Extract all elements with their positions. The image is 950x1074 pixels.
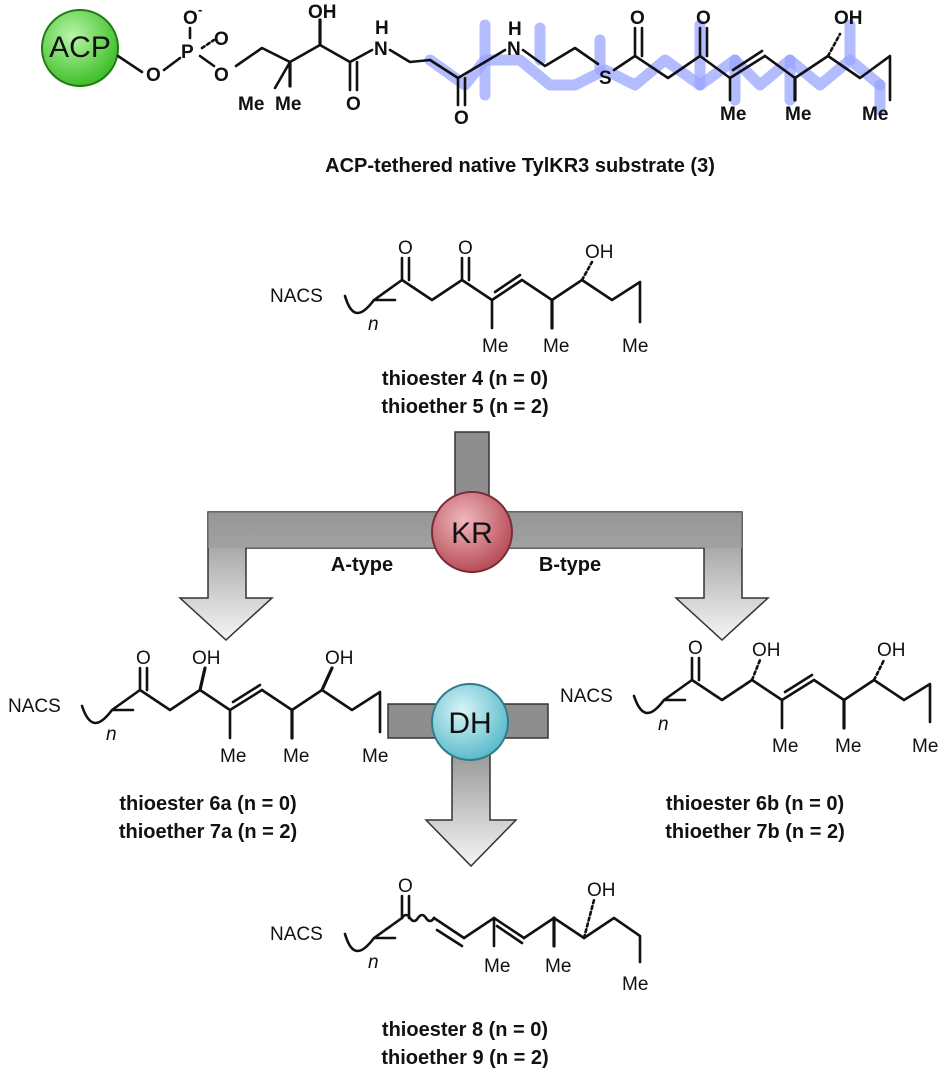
me-5: Me: [862, 104, 888, 125]
oh-top-2: OH: [834, 8, 863, 29]
me-45-2: Me: [543, 336, 569, 357]
s-1: S: [599, 68, 612, 89]
c67a-line2: thioether 7a (n = 2): [119, 821, 297, 843]
b-type-label: B-type: [539, 554, 601, 576]
nacs-2: NACS: [8, 696, 61, 717]
me-67a-2: Me: [283, 746, 309, 767]
me-67b-1: Me: [772, 736, 798, 757]
oh-45: OH: [585, 242, 614, 263]
n-sub-3: n: [658, 714, 669, 735]
me-4: Me: [785, 104, 811, 125]
h-1: H: [375, 18, 389, 39]
o-67a: O: [136, 648, 151, 669]
compound-6a-7a: NACS n O OH Me Me OH Me: [8, 648, 388, 767]
kr-circle: [431, 491, 513, 573]
acp-label: ACP: [49, 31, 111, 64]
o-67b: O: [688, 638, 703, 659]
o-amide-2: O: [454, 108, 469, 129]
oh-67b-1: OH: [752, 640, 781, 661]
me-67b-3: Me: [912, 736, 938, 757]
c45-line1: thioester 4 (n = 0): [382, 368, 548, 390]
c67b-line2: thioether 7b (n = 2): [665, 821, 844, 843]
oh-67a-2: OH: [325, 648, 354, 669]
kr-label: KR: [451, 517, 493, 550]
c67a-line1: thioester 6a (n = 0): [119, 793, 296, 815]
oh-67a-1: OH: [192, 648, 221, 669]
svg-text:-: -: [198, 2, 202, 17]
o-45-2: O: [458, 238, 473, 259]
o-89: O: [398, 876, 413, 897]
atom-p: P: [181, 42, 194, 63]
oh-89: OH: [587, 880, 616, 901]
me-2: Me: [275, 94, 301, 115]
o-45-1: O: [398, 238, 413, 259]
dh-label: DH: [448, 707, 491, 740]
c45-line2: thioether 5 (n = 2): [381, 396, 548, 418]
oh-67b-2: OH: [877, 640, 906, 661]
substrate-caption: ACP-tethered native TylKR3 substrate (3): [325, 155, 715, 177]
me-89-3: Me: [622, 974, 648, 995]
acp-substrate-structure: ACP O P O - O O Me Me OH O N H O N H: [41, 2, 892, 129]
nacs-4: NACS: [270, 924, 323, 945]
n-1: N: [374, 39, 388, 60]
atom-o-double: O: [214, 29, 229, 50]
me-3: Me: [720, 104, 746, 125]
n-sub-4: n: [368, 952, 379, 973]
n-2: N: [507, 39, 521, 60]
compound-4-5: NACS n O O Me Me OH Me: [270, 238, 648, 357]
me-67a-1: Me: [220, 746, 246, 767]
atom-o-ester: O: [214, 65, 229, 86]
nacs-1: NACS: [270, 286, 323, 307]
n-sub-2: n: [106, 724, 117, 745]
a-type-label: A-type: [331, 554, 393, 576]
n-sub-1: n: [368, 314, 379, 335]
me-89-2: Me: [545, 956, 571, 977]
nacs-3: NACS: [560, 686, 613, 707]
c67b-line1: thioester 6b (n = 0): [666, 793, 844, 815]
o-amide-1: O: [346, 94, 361, 115]
c89-line2: thioether 9 (n = 2): [381, 1047, 548, 1069]
me-1: Me: [238, 94, 264, 115]
compound-8-9: NACS n O Me Me OH Me: [270, 876, 648, 995]
me-89-1: Me: [484, 956, 510, 977]
acp-circle: [41, 9, 119, 87]
dh-circle: [431, 683, 509, 761]
me-45-1: Me: [482, 336, 508, 357]
me-45-3: Me: [622, 336, 648, 357]
c89-line1: thioester 8 (n = 0): [382, 1019, 548, 1041]
h-2: H: [508, 19, 522, 40]
me-67a-3: Me: [362, 746, 388, 767]
compound-6b-7b: NACS n O OH Me Me OH Me: [560, 638, 938, 757]
me-67b-2: Me: [835, 736, 861, 757]
oh-top-1: OH: [308, 2, 337, 23]
atom-o-minus: O: [183, 8, 198, 29]
o-ketone-2: O: [696, 8, 711, 29]
atom-o: O: [146, 65, 161, 86]
o-ketone-1: O: [630, 8, 645, 29]
